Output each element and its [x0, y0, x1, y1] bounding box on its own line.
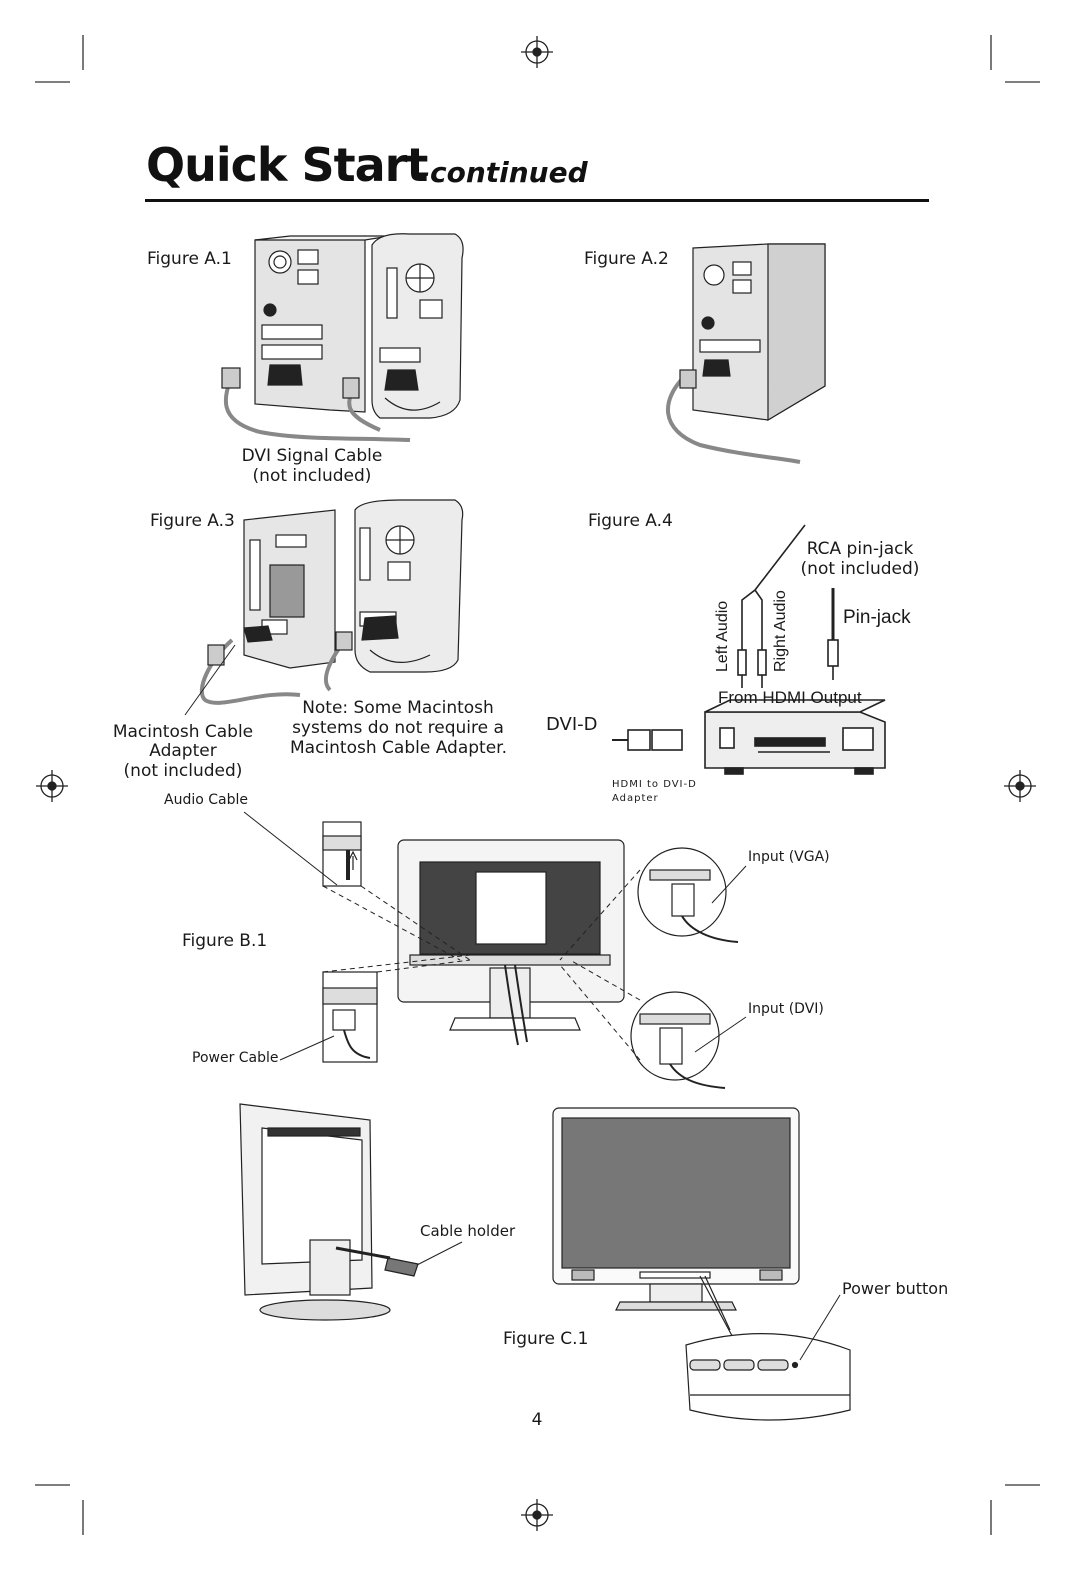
registration-mark-right — [1004, 770, 1036, 802]
cable-holder-leader — [416, 1241, 463, 1266]
figure-a1-illustration — [221, 233, 464, 442]
crop-marks — [35, 35, 1040, 1535]
dvi-cable-note: (not included) — [252, 466, 372, 486]
right-audio-label: Right Audio — [772, 590, 789, 672]
macintosh-adapter-label-2: Adapter — [149, 741, 217, 761]
hdmi-adapter-label-1: HDMI to DVI-D — [612, 779, 697, 790]
mac-note-line-1: Note: Some Macintosh — [302, 698, 494, 718]
mac-note-line-2: systems do not require a — [292, 718, 504, 738]
registration-mark-bottom — [521, 1499, 553, 1531]
figure-b1-label: Figure B.1 — [182, 931, 268, 951]
input-dvi-leader — [694, 1016, 747, 1053]
registration-mark-left — [36, 770, 68, 802]
mac-note-line-3: Macintosh Cable Adapter. — [290, 738, 507, 758]
figure-a4-illustration — [612, 524, 886, 775]
power-button-label: Power button — [842, 1279, 949, 1298]
macintosh-adapter-label-3: (not included) — [123, 761, 243, 781]
rca-pin-jack-note: (not included) — [800, 559, 920, 579]
figure-a1-label: Figure A.1 — [147, 249, 232, 269]
macintosh-adapter-label-1: Macintosh Cable — [112, 722, 254, 742]
figure-c1-label: Figure C.1 — [503, 1329, 589, 1349]
figure-a2-label: Figure A.2 — [584, 249, 669, 269]
dvi-d-label: DVI-D — [546, 714, 598, 735]
figure-b1-illustration — [322, 821, 739, 1089]
rca-pin-jack-label: RCA pin-jack — [806, 539, 914, 559]
figure-b1-leaders — [322, 869, 641, 1061]
registration-mark-top — [521, 36, 553, 68]
pin-jack-label: Pin-jack — [843, 607, 911, 628]
figure-a2-illustration — [665, 243, 826, 464]
input-dvi-label: Input (DVI) — [748, 1001, 824, 1017]
power-cable-label: Power Cable — [192, 1050, 279, 1066]
macintosh-adapter-leader — [184, 644, 236, 716]
figure-a3-illustration — [199, 499, 464, 705]
left-audio-label: Left Audio — [714, 600, 731, 672]
figure-c1-illustration — [239, 1103, 851, 1421]
cable-holder-label: Cable holder — [420, 1222, 516, 1240]
audio-cable-label: Audio Cable — [164, 792, 248, 808]
hdmi-adapter-label-2: Adapter — [612, 793, 659, 804]
power-button-leader — [799, 1294, 841, 1361]
page-subtitle: –continued — [416, 156, 588, 189]
header-rule — [145, 199, 929, 202]
input-vga-leader — [711, 865, 747, 904]
input-vga-label: Input (VGA) — [748, 849, 830, 865]
audio-cable-leader — [243, 811, 338, 886]
figure-a3-label: Figure A.3 — [150, 511, 235, 531]
page-title: Quick Start — [146, 138, 428, 192]
power-cable-leader — [279, 1035, 335, 1061]
from-hdmi-output-label: From HDMI Output — [718, 688, 862, 707]
page-number: 4 — [531, 1410, 543, 1430]
dvi-cable-label: DVI Signal Cable — [241, 446, 383, 466]
figure-a4-label: Figure A.4 — [588, 511, 673, 531]
